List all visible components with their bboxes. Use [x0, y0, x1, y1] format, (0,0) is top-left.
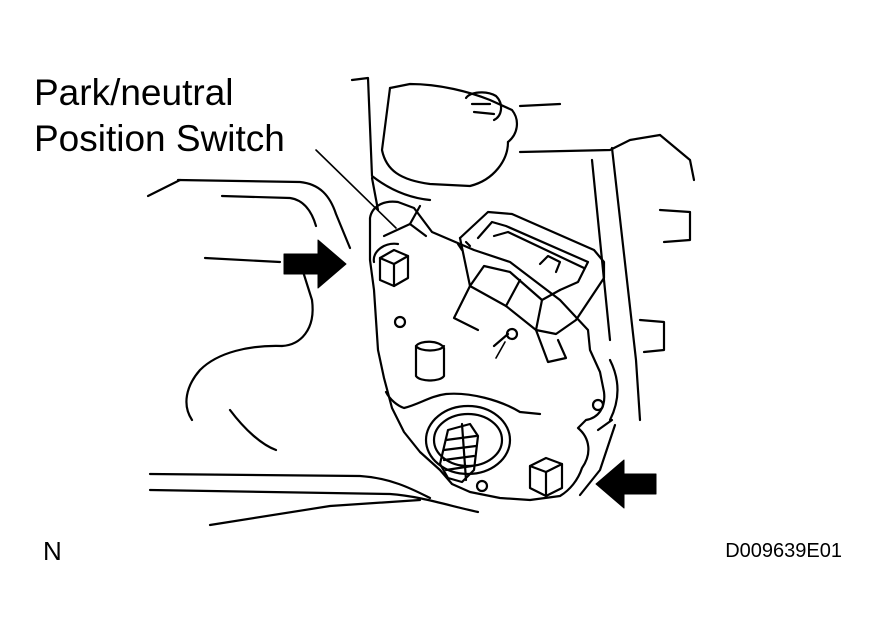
callout-line-2: Position Switch: [34, 118, 285, 159]
left-arrow: [283, 239, 347, 289]
lower-bolt: [528, 456, 564, 498]
callout-label: Park/neutral Position Switch: [34, 70, 285, 162]
upper-bolt: [372, 242, 410, 288]
callout-leader-line: [315, 149, 397, 229]
switch-body: [368, 200, 606, 502]
threaded-shaft: [424, 404, 512, 484]
figure-code: D009639E01: [725, 540, 842, 562]
detail-leader-line: [495, 341, 506, 359]
transmission-case: [146, 76, 696, 527]
callout-line-1: Park/neutral: [34, 72, 234, 113]
manual-shaft-lever: [370, 82, 518, 212]
connector: [452, 210, 606, 364]
orientation-label: N: [43, 536, 62, 566]
right-arrow: [595, 459, 657, 509]
